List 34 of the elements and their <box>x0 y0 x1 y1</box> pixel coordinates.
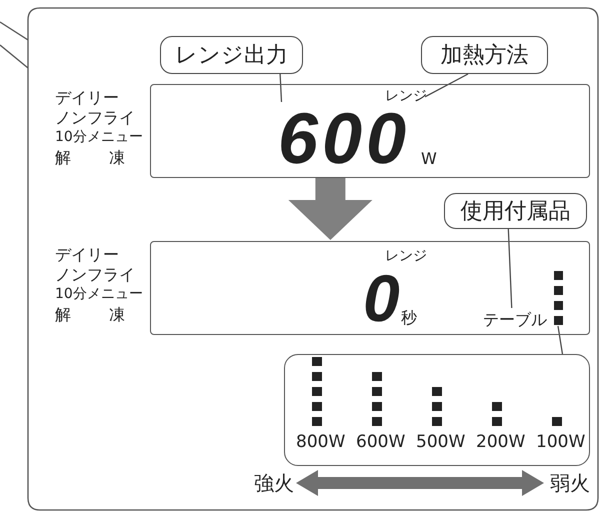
power-label: 200W <box>476 432 526 452</box>
leader-line <box>280 74 282 102</box>
power-label: 800W <box>296 432 346 452</box>
menu-label: 10分メニュー <box>55 128 143 146</box>
display-panel <box>150 241 590 335</box>
callout-label: 加熱方法 <box>421 36 548 74</box>
menu-label: 10分メニュー <box>55 285 143 303</box>
unit-text: W <box>421 147 441 171</box>
menu-label: ノンフライ <box>55 265 135 286</box>
leader-line <box>557 326 564 354</box>
arrow-end-label: 強火 <box>254 470 304 496</box>
menu-label: 解 凍 <box>55 305 125 326</box>
unit-text: 秒 <box>401 307 421 329</box>
seven-segment-digits: 600 <box>269 103 419 175</box>
power-label: 100W <box>536 432 586 452</box>
power-label: 600W <box>356 432 406 452</box>
leader-line <box>424 73 468 98</box>
menu-label: デイリー <box>55 245 119 266</box>
power-label: 500W <box>416 432 466 452</box>
menu-label: 解 凍 <box>55 148 125 169</box>
menu-label: デイリー <box>55 88 119 109</box>
callout-label: レンジ出力 <box>160 36 303 74</box>
callout-panel <box>284 354 590 466</box>
arrow-end-label: 弱火 <box>550 470 600 496</box>
accessory-text: テーブル <box>483 309 549 331</box>
down-arrow <box>288 178 372 240</box>
double-arrow <box>296 470 544 496</box>
callout-label: 使用付属品 <box>444 193 587 229</box>
menu-label: ノンフライ <box>55 108 135 129</box>
leader-line <box>508 228 512 308</box>
mode-indicator-text: レンジ <box>381 87 431 105</box>
display-panel <box>150 84 590 178</box>
mode-indicator-text: レンジ <box>381 247 431 265</box>
level-indicator-icon <box>553 271 565 327</box>
